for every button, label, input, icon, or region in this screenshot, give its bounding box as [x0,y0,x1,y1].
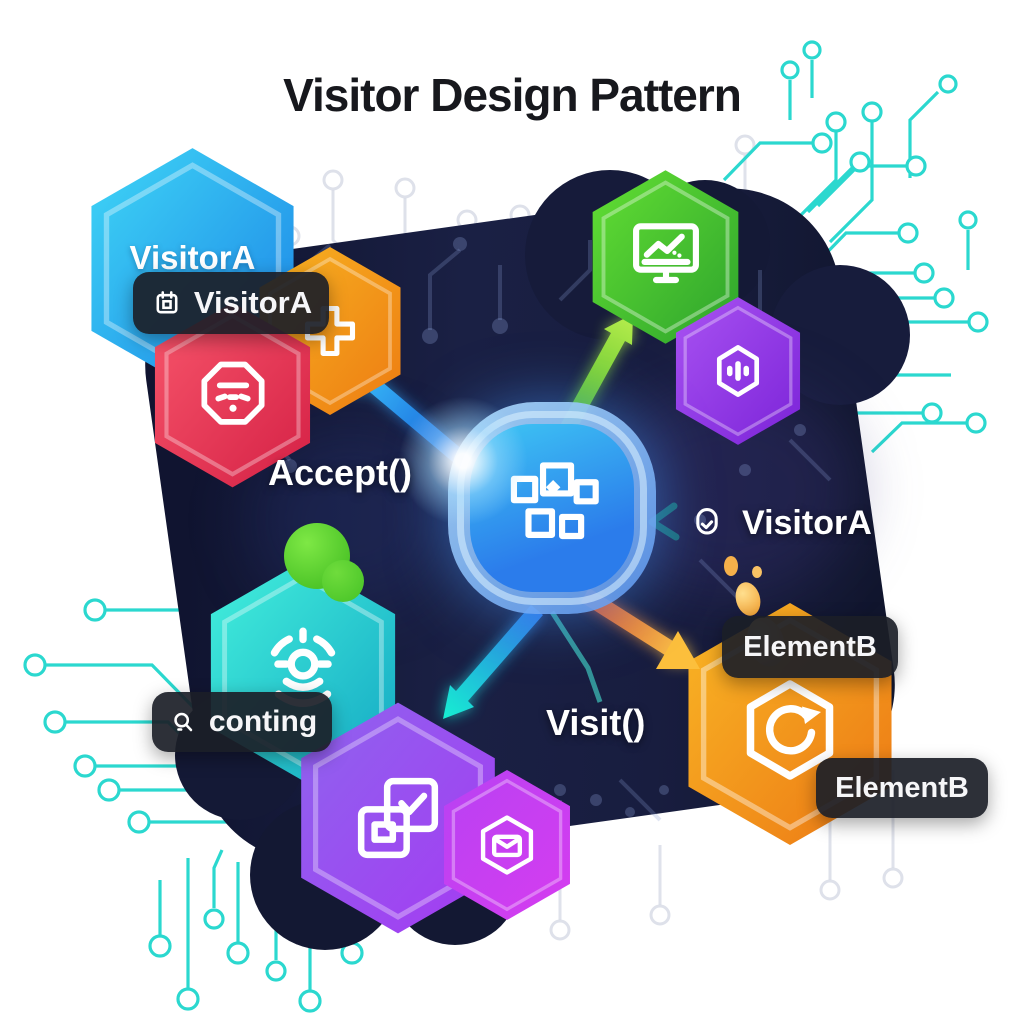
hex-dial-icon [716,345,760,397]
blocked-octagon-icon [200,361,265,425]
element-b-pill-top: ElementB [722,616,898,678]
accept-method-label: Accept() [268,452,413,493]
visitor-a-side-text: VisitorA [742,503,872,542]
mail-hex-icon [480,815,534,875]
calendar-icon [156,291,178,314]
visit-arrow-teal [443,605,543,719]
hexagon-dial [672,295,804,447]
hexagon-visitor-a-label: VisitorA [129,238,256,276]
conting-pill: conting [152,692,332,752]
visit-method-label: Visit() [546,702,646,743]
page-title: Visitor Design Pattern [283,69,742,121]
orange-droplet [752,566,762,578]
thin-teal-line [549,610,603,703]
visitor-person-icon [696,508,718,535]
visitor-a-pill-label: VisitorA [193,285,313,320]
monitor-chart-icon [632,223,699,284]
conting-pill-label: conting [208,705,318,738]
hexagon-mail [440,768,574,922]
orange-droplet [724,556,738,576]
visitor-a-pill: VisitorA [133,272,329,334]
hexagon-blocked [150,300,315,490]
hex-refresh-icon [746,680,834,780]
hexagon-monitor [588,168,743,346]
element-b-top-label: ElementB [743,630,877,663]
yellow-triangle [656,631,700,669]
arrow-orange [581,588,696,664]
visitor-a-side-label: VisitorA [684,500,872,546]
element-b-pill-bottom: ElementB [816,758,988,818]
green-dot-small [322,560,364,602]
search-icon [174,712,193,732]
lens-flare [398,396,528,526]
grid-check-icon [357,777,439,859]
element-b-bottom-label: ElementB [835,771,969,804]
